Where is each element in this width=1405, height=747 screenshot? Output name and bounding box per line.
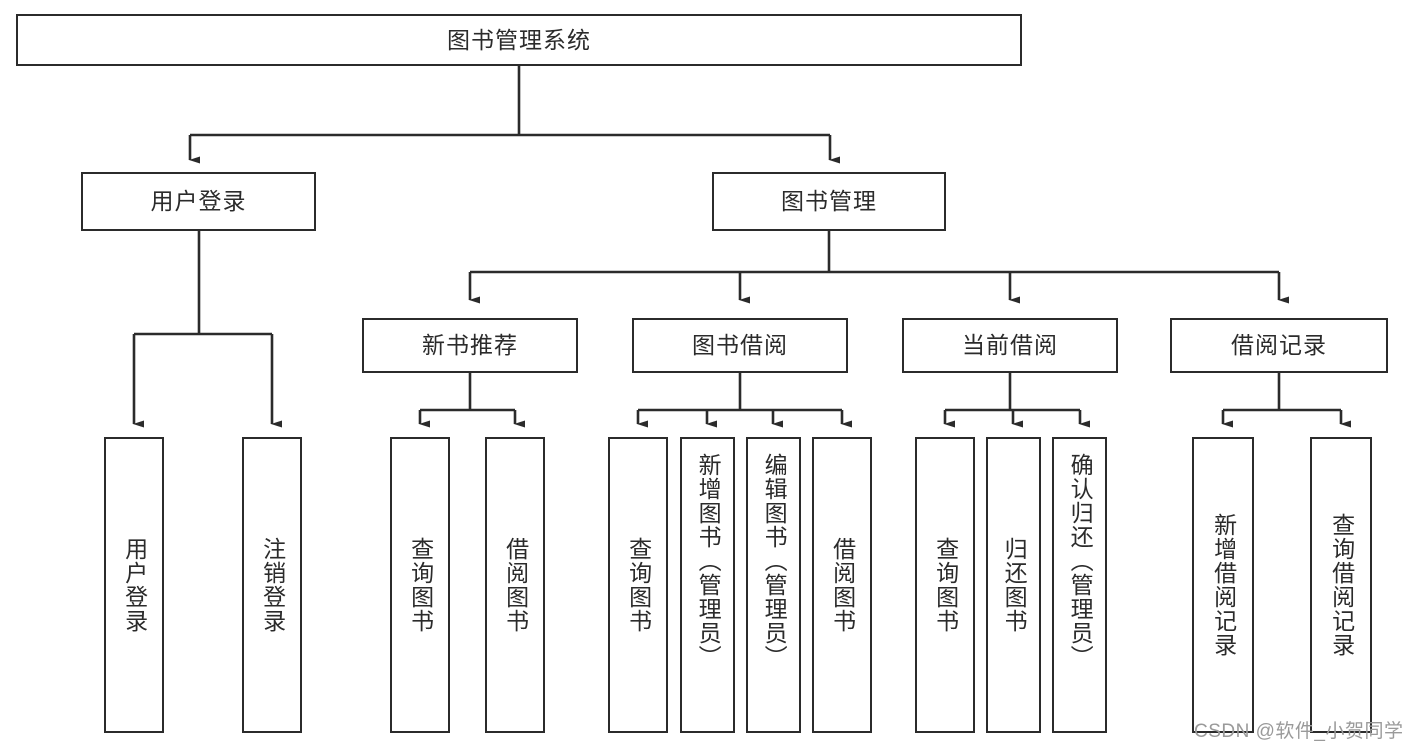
leaf-query-book-recommend[interactable]: 查询图书 [390, 437, 450, 733]
leaf-label: 查询图书 [932, 537, 959, 633]
node-label: 图书借阅 [692, 332, 788, 358]
node-new-book-recommend[interactable]: 新书推荐 [362, 318, 578, 373]
leaf-query-book-borrow[interactable]: 查询图书 [608, 437, 668, 733]
node-user-login[interactable]: 用户登录 [81, 172, 316, 231]
leaf-label: 编辑图书（管理员） [761, 453, 788, 669]
leaf-logout[interactable]: 注销登录 [242, 437, 302, 733]
node-label: 图书管理 [781, 188, 877, 214]
node-root-book-management-system[interactable]: 图书管理系统 [16, 14, 1022, 66]
leaf-label: 查询图书 [407, 537, 434, 633]
leaf-add-borrow-record[interactable]: 新增借阅记录 [1192, 437, 1254, 733]
node-current-borrow[interactable]: 当前借阅 [902, 318, 1118, 373]
node-book-management[interactable]: 图书管理 [712, 172, 946, 231]
leaf-label: 归还图书 [1001, 537, 1028, 633]
node-label: 借阅记录 [1231, 332, 1327, 358]
leaf-label: 新增图书（管理员） [695, 453, 722, 669]
node-label: 当前借阅 [962, 332, 1058, 358]
leaf-confirm-return-admin[interactable]: 确认归还（管理员） [1052, 437, 1107, 733]
leaf-query-book-current[interactable]: 查询图书 [915, 437, 975, 733]
leaf-label: 确认归还（管理员） [1067, 453, 1094, 669]
watermark: CSDN @软件_小贺同学 [1194, 721, 1404, 742]
leaf-user-login[interactable]: 用户登录 [104, 437, 164, 733]
leaf-add-book-admin[interactable]: 新增图书（管理员） [680, 437, 735, 733]
leaf-label: 查询图书 [625, 537, 652, 633]
leaf-return-book[interactable]: 归还图书 [986, 437, 1041, 733]
leaf-label: 用户登录 [121, 537, 148, 633]
node-label: 图书管理系统 [447, 26, 591, 53]
leaf-label: 查询借阅记录 [1328, 513, 1355, 657]
node-borrow-record[interactable]: 借阅记录 [1170, 318, 1388, 373]
leaf-label: 新增借阅记录 [1210, 513, 1237, 657]
leaf-label: 借阅图书 [829, 537, 856, 633]
leaf-label: 注销登录 [259, 537, 286, 633]
node-book-borrow[interactable]: 图书借阅 [632, 318, 848, 373]
leaf-label: 借阅图书 [502, 537, 529, 633]
leaf-borrow-book[interactable]: 借阅图书 [812, 437, 872, 733]
leaf-query-borrow-record[interactable]: 查询借阅记录 [1310, 437, 1372, 733]
leaf-edit-book-admin[interactable]: 编辑图书（管理员） [746, 437, 801, 733]
node-label: 用户登录 [150, 188, 247, 214]
leaf-borrow-book-recommend[interactable]: 借阅图书 [485, 437, 545, 733]
node-label: 新书推荐 [422, 332, 518, 358]
